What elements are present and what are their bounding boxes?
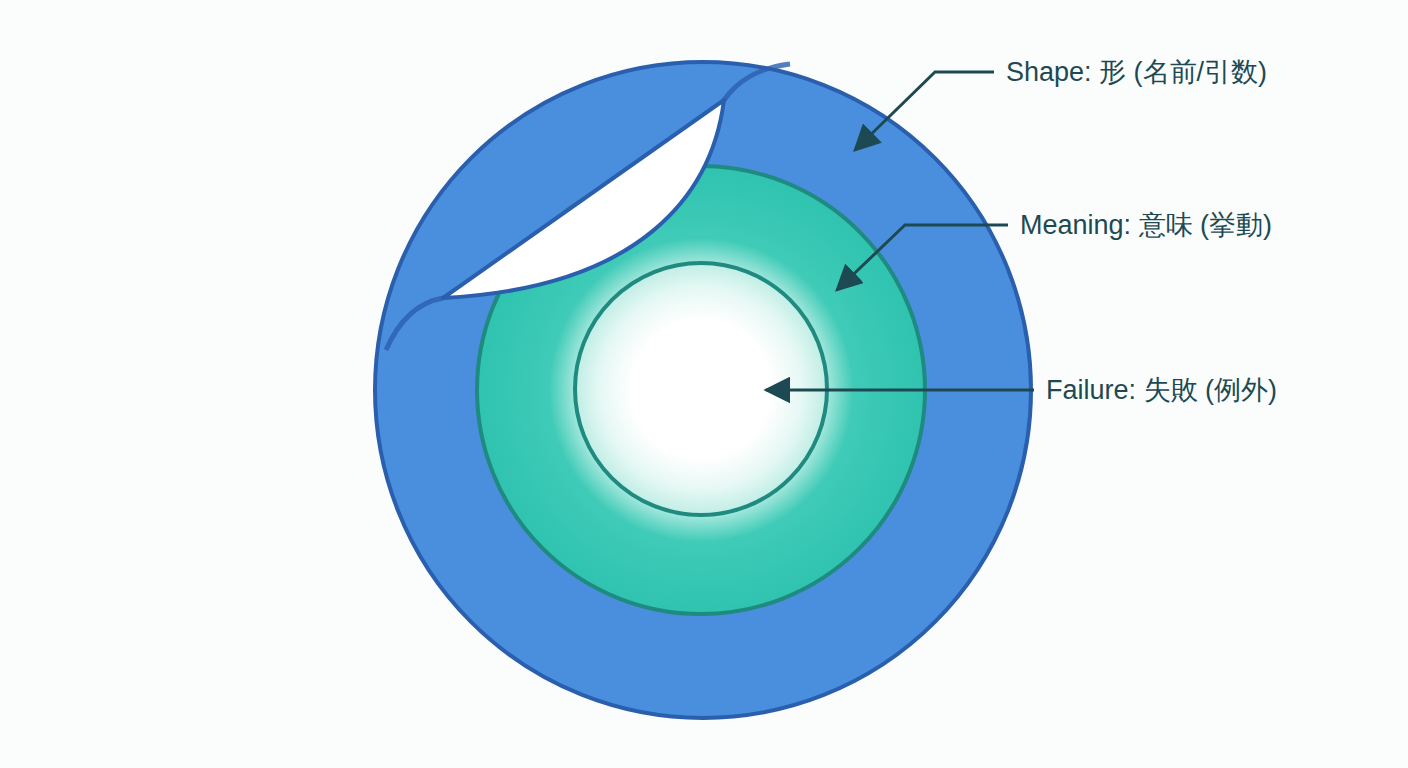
peel-cutout — [443, 100, 724, 298]
leader-arrow — [837, 225, 1008, 290]
peel-fold — [386, 298, 443, 350]
leader-arrow — [855, 72, 994, 150]
callout-label: Meaning: 意味 (挙動) — [1016, 207, 1276, 243]
leader-arrow — [766, 389, 1034, 392]
callout-label: Shape: 形 (名前/引数) — [1002, 54, 1271, 90]
callout-label: Failure: 失敗 (例外) — [1042, 372, 1281, 408]
peel-fold — [724, 64, 790, 100]
